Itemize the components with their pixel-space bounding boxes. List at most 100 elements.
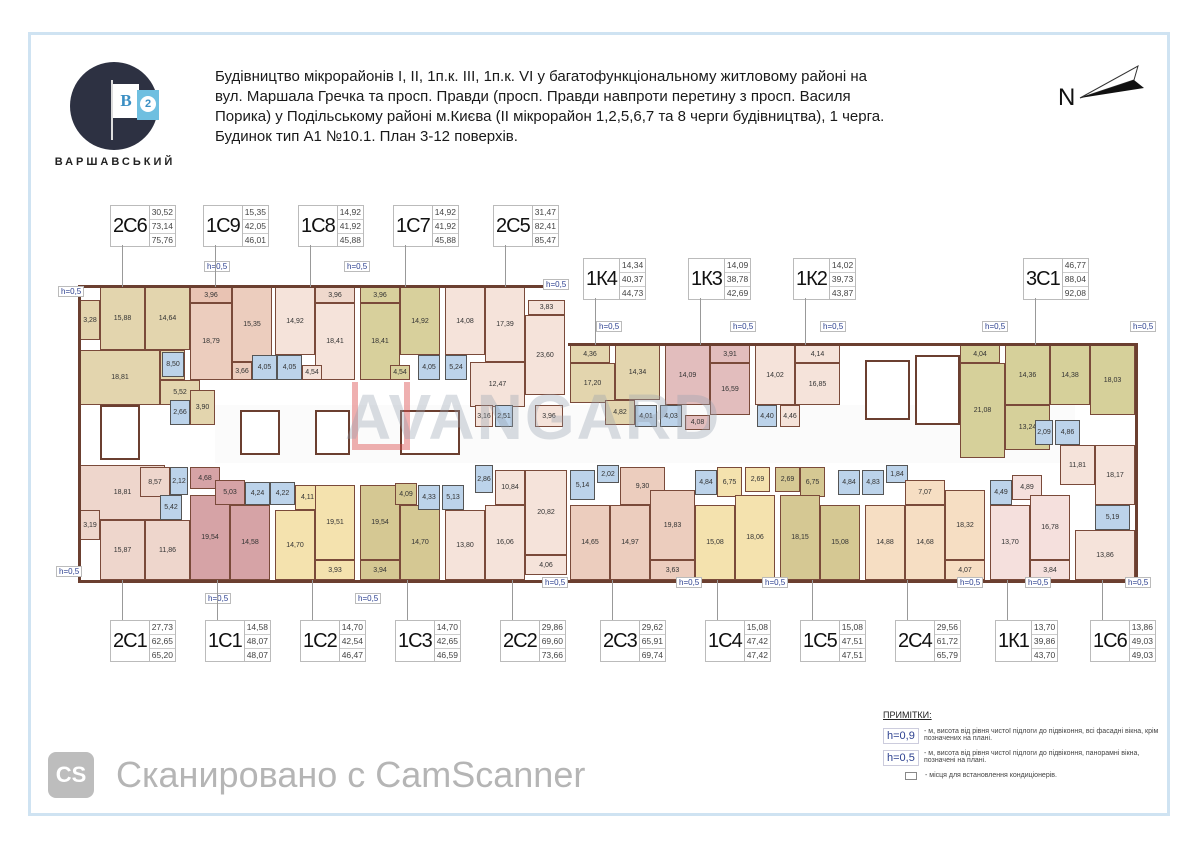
room-area: 18,32 [956, 521, 974, 529]
room: 18,41 [315, 303, 355, 380]
window-height-note: h=0,5 [543, 279, 570, 290]
room-area: 12,47 [488, 381, 507, 388]
leader-line [122, 580, 123, 620]
room-area: 4,05 [257, 364, 272, 371]
room: 4,06 [525, 555, 567, 575]
room-area: 4,01 [639, 412, 653, 420]
room: 3,96 [190, 287, 232, 303]
exterior-wall [1135, 343, 1138, 583]
room: 6,75 [800, 467, 825, 497]
note-ac: - місця для встановлення кондиціонерів. [883, 772, 1163, 780]
leader-line [122, 245, 123, 287]
room: 3,28 [80, 300, 100, 340]
room: 16,78 [1030, 495, 1070, 560]
camscanner-watermark: CS Сканировано с CamScanner [48, 752, 585, 798]
room-area: 19,51 [326, 519, 344, 526]
leader-line [407, 580, 408, 620]
bathroom: 5,24 [445, 355, 467, 380]
room: 4,46 [780, 405, 800, 427]
room-area: 2,12 [172, 477, 186, 485]
document-title: Будівництво мікрорайонів І, ІІ, 1п.к. ІІ… [215, 67, 1035, 147]
room: 2,69 [745, 467, 770, 492]
title-line: Будівництво мікрорайонів І, ІІ, 1п.к. ІІ… [215, 68, 867, 85]
elevator-shaft [865, 360, 910, 420]
leader-line [1007, 580, 1008, 620]
room-area: 13,86 [1096, 551, 1114, 559]
bathroom: 4,49 [990, 480, 1012, 505]
bathroom: 4,05 [418, 355, 440, 380]
room: 20,82 [525, 470, 567, 555]
leader-line [217, 580, 218, 620]
window-height-note: h=0,5 [1125, 577, 1152, 588]
room: 18,03 [1090, 345, 1135, 415]
logo-circle: В 2 [70, 62, 159, 150]
room: 14,70 [275, 510, 315, 580]
window-height-note: h=0,5 [204, 261, 231, 272]
room: 18,32 [945, 490, 985, 560]
area-value: 14,70 [434, 621, 460, 635]
room-area: 3,66 [235, 367, 249, 375]
watermark-logo [352, 382, 410, 450]
room-area: 11,86 [159, 546, 176, 554]
room: 18,06 [735, 495, 775, 580]
leader-line [595, 298, 596, 345]
room: 3,63 [650, 560, 695, 580]
bathroom: 4,86 [1055, 420, 1080, 445]
area-value: 14,58 [244, 621, 270, 635]
bathroom: 2,51 [495, 405, 513, 427]
bathroom: 2,86 [475, 465, 493, 493]
room: 14,92 [275, 287, 315, 355]
area-value: 82,41 [532, 220, 558, 234]
area-value: 15,08 [839, 621, 865, 635]
area-value: 44,73 [621, 288, 644, 298]
leader-line [310, 245, 311, 287]
room-area: 15,08 [831, 539, 849, 546]
room-area: 14,88 [876, 539, 894, 546]
room: 3,93 [315, 560, 355, 580]
area-value: 42,05 [242, 220, 268, 234]
room-area: 23,60 [536, 351, 554, 359]
room-area: 18,81 [113, 489, 132, 496]
room: 15,08 [695, 505, 735, 580]
room-area: 5,42 [164, 504, 178, 511]
watermark-text: AVANGARD [345, 381, 722, 453]
room: 19,54 [190, 495, 230, 580]
window-height-note: h=0,5 [676, 577, 703, 588]
note-h09: h=0,9 - м, висота від рівня чистої підло… [883, 728, 1163, 744]
flag-letter: В [113, 84, 139, 118]
room: 3,83 [528, 300, 565, 315]
window-height-note: h=0,5 [596, 321, 623, 332]
room-area: 19,83 [663, 521, 682, 529]
room: 4,36 [570, 345, 610, 363]
room-area: 20,82 [537, 509, 555, 516]
room: 14,36 [1005, 345, 1050, 405]
bathroom: 2,02 [597, 465, 619, 483]
window-height-note: h=0,5 [344, 261, 371, 272]
area-value: 62,65 [149, 635, 175, 649]
room: 14,92 [400, 287, 440, 355]
window-height-note: h=0,5 [1130, 321, 1157, 332]
area-value: 46,47 [341, 650, 363, 660]
room-area: 18,06 [746, 534, 764, 541]
apartment-name: 1С7 [396, 215, 431, 237]
room: 4,08 [685, 415, 710, 430]
room-area: 3,96 [204, 291, 218, 299]
room: 5,03 [215, 480, 245, 505]
room: 14,58 [230, 505, 270, 580]
room-area: 5,19 [1105, 514, 1120, 521]
room-area: 21,08 [973, 407, 992, 414]
apartment-name: 1К3 [691, 268, 723, 290]
bathroom: 4,24 [245, 482, 270, 505]
room-area: 16,85 [808, 380, 827, 388]
elevator-shaft [240, 410, 280, 455]
leader-line [812, 580, 813, 620]
room-area: 4,09 [399, 490, 413, 498]
